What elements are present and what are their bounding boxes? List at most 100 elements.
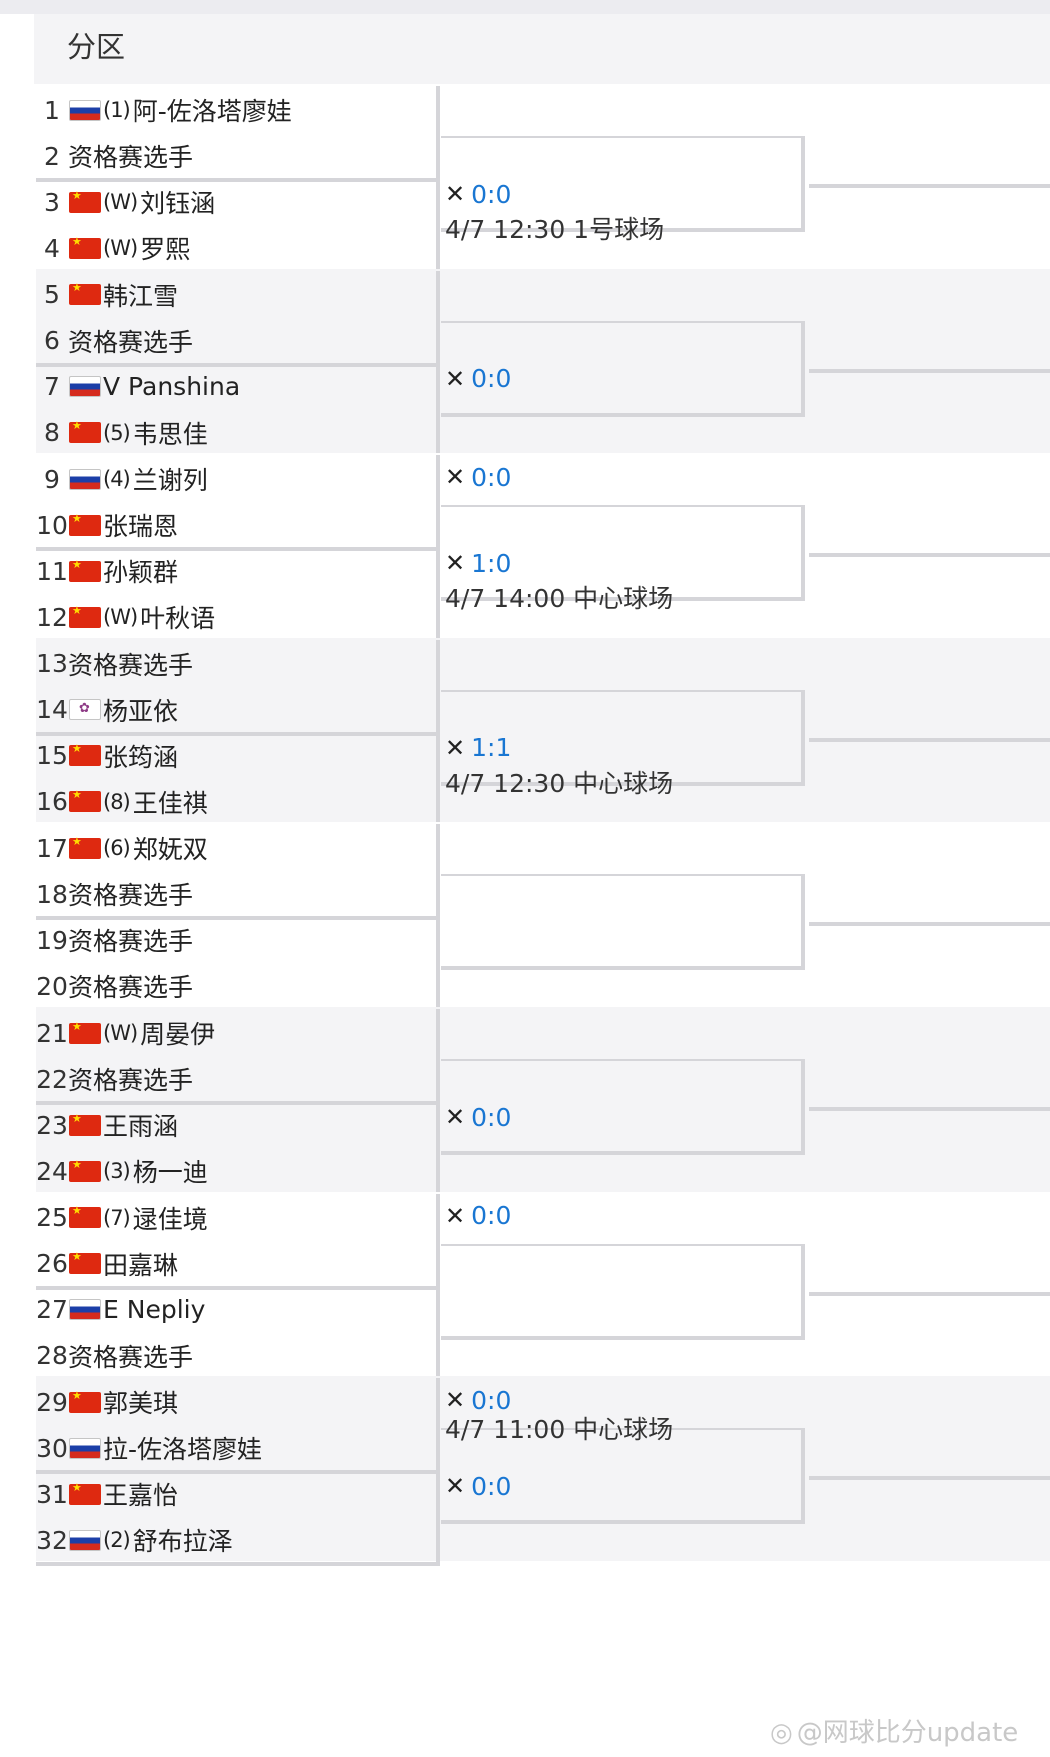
head-to-head[interactable]: ✕0:0 — [445, 461, 511, 493]
player-row[interactable]: 4(W)罗熙 — [36, 224, 190, 272]
player-name[interactable]: 资格赛选手 — [68, 881, 194, 911]
player-row[interactable]: 3(W)刘钰涵 — [36, 178, 215, 226]
player-row[interactable]: 24(3)杨一迪 — [36, 1147, 208, 1195]
player-name[interactable]: 孙颖群 — [103, 558, 179, 588]
match-schedule: 4/7 12:30 中心球场 — [445, 768, 674, 798]
h2h-score[interactable]: 0:0 — [471, 1471, 512, 1501]
player-row[interactable]: 10张瑞恩 — [36, 501, 178, 549]
player-name[interactable]: 叶秋语 — [140, 604, 216, 634]
player-name[interactable]: 韦思佳 — [132, 419, 208, 449]
match-box[interactable] — [36, 639, 440, 736]
player-row[interactable]: 1(1)阿-佐洛塔廖娃 — [36, 86, 292, 134]
player-name[interactable]: 郭美琪 — [103, 1389, 179, 1419]
h2h-score[interactable]: 0:0 — [471, 462, 512, 492]
head-to-head[interactable]: ✕0:0 — [445, 363, 511, 395]
player-name[interactable]: 田嘉琳 — [103, 1250, 179, 1280]
player-name[interactable]: E Nepliy — [103, 1295, 206, 1325]
player-name[interactable]: 杨亚依 — [103, 696, 179, 726]
h2h-score[interactable]: 1:1 — [471, 733, 512, 763]
player-name[interactable]: 资格赛选手 — [68, 143, 194, 172]
h2h-score[interactable]: 0:0 — [471, 1201, 512, 1231]
player-name[interactable]: 资格赛选手 — [68, 927, 194, 957]
match-box[interactable] — [36, 455, 440, 552]
head-to-head[interactable]: ✕1:1 — [445, 732, 511, 764]
player-name[interactable]: 舒布拉泽 — [132, 1527, 233, 1557]
player-row[interactable]: 12(W)叶秋语 — [36, 593, 215, 641]
player-name[interactable]: 资格赛选手 — [68, 327, 194, 357]
player-name[interactable]: 王嘉怡 — [103, 1481, 179, 1511]
player-name[interactable]: 周晏伊 — [140, 1020, 216, 1049]
player-row[interactable]: 23王雨涵 — [36, 1101, 178, 1149]
player-row[interactable]: 25(7)逯佳境 — [36, 1194, 208, 1242]
h2h-score[interactable]: 0:0 — [471, 1385, 512, 1415]
player-name[interactable]: 阿-佐洛塔廖娃 — [132, 97, 292, 126]
seed-mark: (W) — [103, 605, 138, 630]
head-to-head[interactable]: ✕0:0 — [445, 178, 511, 210]
match-box[interactable] — [36, 1009, 440, 1105]
player-name[interactable]: 王佳祺 — [132, 788, 208, 818]
player-name[interactable]: 兰谢列 — [132, 466, 208, 496]
head-to-head[interactable]: ✕1:0 — [445, 547, 511, 579]
player-row[interactable]: 14杨亚依 — [36, 686, 178, 734]
flag-icon — [69, 788, 101, 813]
head-to-head[interactable]: ✕0:0 — [445, 1200, 511, 1232]
player-row[interactable]: 21(W)周晏伊 — [36, 1009, 215, 1057]
flag-icon — [69, 604, 101, 628]
match-box[interactable] — [36, 1378, 440, 1475]
player-row[interactable]: 11孙颖群 — [36, 547, 178, 595]
player-name[interactable]: 刘钰涵 — [140, 189, 216, 218]
h2h-score[interactable]: 0:0 — [471, 1102, 512, 1132]
player-row[interactable]: 26田嘉琳 — [36, 1240, 178, 1288]
match-box[interactable] — [36, 270, 440, 367]
player-name[interactable]: 资格赛选手 — [68, 1342, 194, 1372]
section-header: 分区 — [34, 14, 1050, 84]
player-name[interactable]: 王雨涵 — [103, 1112, 179, 1141]
player-row[interactable]: 15张筠涵 — [36, 732, 178, 780]
group-background — [36, 84, 1050, 269]
head-to-head[interactable]: ✕0:0 — [445, 1384, 511, 1416]
head-to-head[interactable]: ✕0:0 — [445, 1470, 511, 1502]
player-name[interactable]: 拉-佐洛塔廖娃 — [103, 1435, 263, 1465]
match-box[interactable] — [36, 1193, 440, 1290]
player-row[interactable]: 17(6)郑妩双 — [36, 824, 208, 872]
player-row[interactable]: 16(8)王佳祺 — [36, 778, 208, 826]
player-name[interactable]: 资格赛选手 — [68, 1066, 194, 1095]
player-name[interactable]: 杨一迪 — [132, 1158, 208, 1187]
player-name[interactable]: 韩江雪 — [103, 281, 179, 311]
player-row[interactable]: 9(4)兰谢列 — [36, 455, 208, 503]
head-to-head[interactable]: ✕0:0 — [445, 1101, 511, 1133]
player-row[interactable]: 5韩江雪 — [36, 271, 178, 319]
player-name[interactable]: 张筠涵 — [103, 742, 179, 772]
h2h-score[interactable]: 1:0 — [471, 548, 512, 578]
player-row[interactable]: 32(2)舒布拉泽 — [36, 1516, 233, 1564]
match-schedule: 4/7 11:00 中心球场 — [445, 1415, 674, 1445]
bracket-connector — [441, 689, 805, 786]
match-box[interactable] — [36, 1470, 440, 1567]
h2h-score[interactable]: 0:0 — [471, 364, 512, 394]
player-row[interactable]: 29郭美琪 — [36, 1378, 178, 1426]
player-name[interactable]: 逯佳境 — [132, 1204, 208, 1234]
player-row[interactable]: 31王嘉怡 — [36, 1470, 178, 1518]
h2h-score[interactable]: 0:0 — [471, 179, 512, 209]
player-name[interactable]: 张瑞恩 — [103, 512, 179, 542]
player-name[interactable]: 资格赛选手 — [68, 973, 194, 1003]
player-name[interactable]: 郑妩双 — [132, 835, 208, 865]
match-box[interactable] — [36, 824, 440, 921]
player-name[interactable]: 资格赛选手 — [68, 650, 194, 680]
player-row[interactable]: 8(5)韦思佳 — [36, 409, 208, 457]
player-name[interactable]: 罗熙 — [140, 235, 191, 264]
match-box[interactable] — [36, 86, 440, 182]
page-title: 分区 — [67, 30, 126, 64]
player-name[interactable]: V Panshina — [103, 372, 241, 402]
